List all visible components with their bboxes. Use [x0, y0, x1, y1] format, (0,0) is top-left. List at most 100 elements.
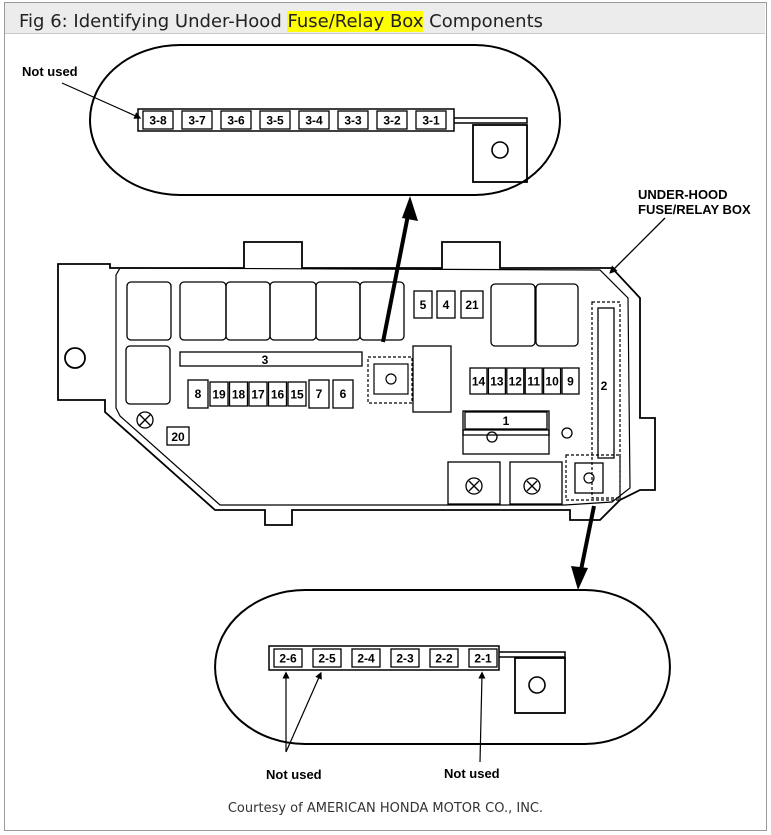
- fuse-17-label: 17: [251, 388, 265, 402]
- fuse-1-label: 1: [503, 414, 510, 428]
- fuse-3-1-box: [415, 110, 447, 130]
- fuse-13-label: 13: [490, 375, 504, 389]
- box-label-line2: FUSE/RELAY BOX: [638, 202, 751, 217]
- title-text: Fig 6: Identifying Under-Hood: [19, 11, 288, 32]
- fuse-21-label: 21: [465, 298, 479, 312]
- fuse-11-box: [524, 367, 543, 395]
- fuse-row-right: 14 13 12 11 10 9: [469, 367, 580, 395]
- fuse-10-box: [542, 367, 562, 395]
- fuse-2-4-label: 2-4: [357, 652, 375, 666]
- bottom-detail-panel: 2-6 2-5 2-4 2-3 2-2 2-1 Not used Not used: [214, 589, 671, 782]
- fuse-2-terminal-holder: [565, 454, 621, 501]
- fuse-3-3-box: [337, 110, 369, 130]
- relay-blocks: [125, 281, 579, 455]
- fuse-18-label: 18: [232, 388, 246, 402]
- leader-2-1: [478, 671, 486, 763]
- fuse-2-4-box: [351, 648, 381, 668]
- fuse-6-label: 6: [340, 387, 347, 401]
- fuse-2-5-box: [312, 648, 342, 668]
- fuse-3-4-box: [298, 110, 330, 130]
- top-detail-panel: 3-8 3-7 3-6 3-5 3-4 3-3 3-2 3-1 Not used: [22, 44, 561, 196]
- fuse-3-7-label: 3-7: [188, 114, 206, 128]
- fuse-2-6-box: [273, 648, 303, 668]
- fuse-10-label: 10: [545, 375, 559, 389]
- fuse-2-2-label: 2-2: [435, 652, 453, 666]
- fuse-8-label: 8: [195, 387, 202, 401]
- fuse-2-5-label: 2-5: [318, 652, 336, 666]
- top-not-used-leader: [61, 82, 142, 119]
- fuse-15-label: 15: [290, 388, 304, 402]
- fuse-9-label: 9: [567, 375, 574, 389]
- top-fuse-row: 3-8 3-7 3-6 3-5 3-4 3-3 3-2 3-1: [142, 110, 447, 130]
- fuse-2-strip: [597, 307, 615, 459]
- fuse-3-6-box: [220, 110, 252, 130]
- bottom-not-used-left: Not used: [266, 767, 322, 782]
- fuse-9-box: [561, 367, 580, 395]
- figure-title: Fig 6: Identifying Under-Hood Fuse/Relay…: [19, 11, 543, 32]
- top-not-used-label: Not used: [22, 64, 78, 79]
- courtesy-caption: Courtesy of AMERICAN HONDA MOTOR CO., IN…: [227, 801, 544, 816]
- fuse-7-label: 7: [316, 387, 323, 401]
- title-highlight: Fuse/Relay Box: [287, 11, 424, 32]
- fuse-3-8-box: [142, 110, 174, 130]
- fuse-19-label: 19: [212, 388, 226, 402]
- fuse-16-label: 16: [271, 388, 285, 402]
- fuse-3-5-box: [259, 110, 291, 130]
- fuse-15-box: [287, 381, 307, 407]
- fuse-2-label: 2: [601, 379, 608, 393]
- fuse-3-1-label: 3-1: [422, 114, 440, 128]
- fuse-3-2-box: [376, 110, 408, 130]
- fuse-2-3-label: 2-3: [396, 652, 414, 666]
- fuse-3-6-label: 3-6: [227, 114, 245, 128]
- battery-terminals: [447, 461, 563, 505]
- fuse-3-8-label: 3-8: [149, 114, 167, 128]
- fuse-14-box: [469, 367, 488, 395]
- fuse-11-label: 11: [527, 375, 540, 389]
- fuse-2-holder: [591, 301, 621, 499]
- arrow-to-top-panel: [381, 204, 412, 343]
- fuse-3-bolt: [385, 373, 397, 385]
- fuse-13-box: [487, 367, 507, 395]
- fuse-2-1-label: 2-1: [474, 652, 492, 666]
- fuse-20-box: [166, 426, 190, 446]
- fuse-3-strip: [179, 351, 363, 367]
- arrow-head-bottom: [571, 566, 588, 590]
- title-bar: Fig 6: Identifying Under-Hood Fuse/Relay…: [5, 3, 765, 34]
- fuse-3-3-label: 3-3: [344, 114, 362, 128]
- box-label-leader: [609, 217, 666, 274]
- fuse-3-5-label: 3-5: [266, 114, 284, 128]
- fuse-2-3-box: [390, 648, 420, 668]
- fuse-row-left: 8 19 18 17 16 15 7 6: [187, 379, 354, 409]
- fuse-3-4-label: 3-4: [305, 114, 323, 128]
- title-text-end: Components: [423, 11, 544, 32]
- fuse-16-box: [267, 381, 288, 407]
- fuse-3-holder: [367, 356, 413, 404]
- fuse-3-2-label: 3-2: [383, 114, 401, 128]
- arrow-to-bottom-panel: [578, 505, 596, 576]
- fuse-18-box: [228, 381, 249, 407]
- fuse-2-1-box: [468, 648, 498, 668]
- fuse-2-6-label: 2-6: [279, 652, 297, 666]
- leader-2-5: [285, 671, 322, 753]
- bottom-not-used-right: Not used: [444, 766, 500, 781]
- bottom-fuse-row: 2-6 2-5 2-4 2-3 2-2 2-1: [273, 648, 498, 668]
- box-label-line1: UNDER-HOOD: [638, 187, 728, 202]
- fuse-group-top-center: 5 4 21: [413, 290, 484, 319]
- fuse-2-2-box: [429, 648, 459, 668]
- fuse-14-label: 14: [472, 375, 486, 389]
- fuse-3-terminal: [373, 363, 409, 395]
- fuse-20-label: 20: [171, 430, 185, 444]
- fuse-19-box: [209, 381, 229, 407]
- fuse-4-label: 4: [443, 298, 450, 312]
- fuse-17-box: [248, 381, 268, 407]
- fuse-3-label: 3: [262, 353, 269, 367]
- fuse-1-strip: [464, 411, 548, 430]
- main-fuse-box: [57, 241, 656, 526]
- fuse-12-box: [506, 367, 525, 395]
- arrow-head-top: [402, 196, 418, 221]
- fuse-3-7-box: [181, 110, 213, 130]
- fuse-2-bolt: [583, 472, 595, 484]
- fuse-12-label: 12: [509, 375, 523, 389]
- fuse-2-terminal: [574, 462, 604, 494]
- fuse-5-label: 5: [420, 298, 427, 312]
